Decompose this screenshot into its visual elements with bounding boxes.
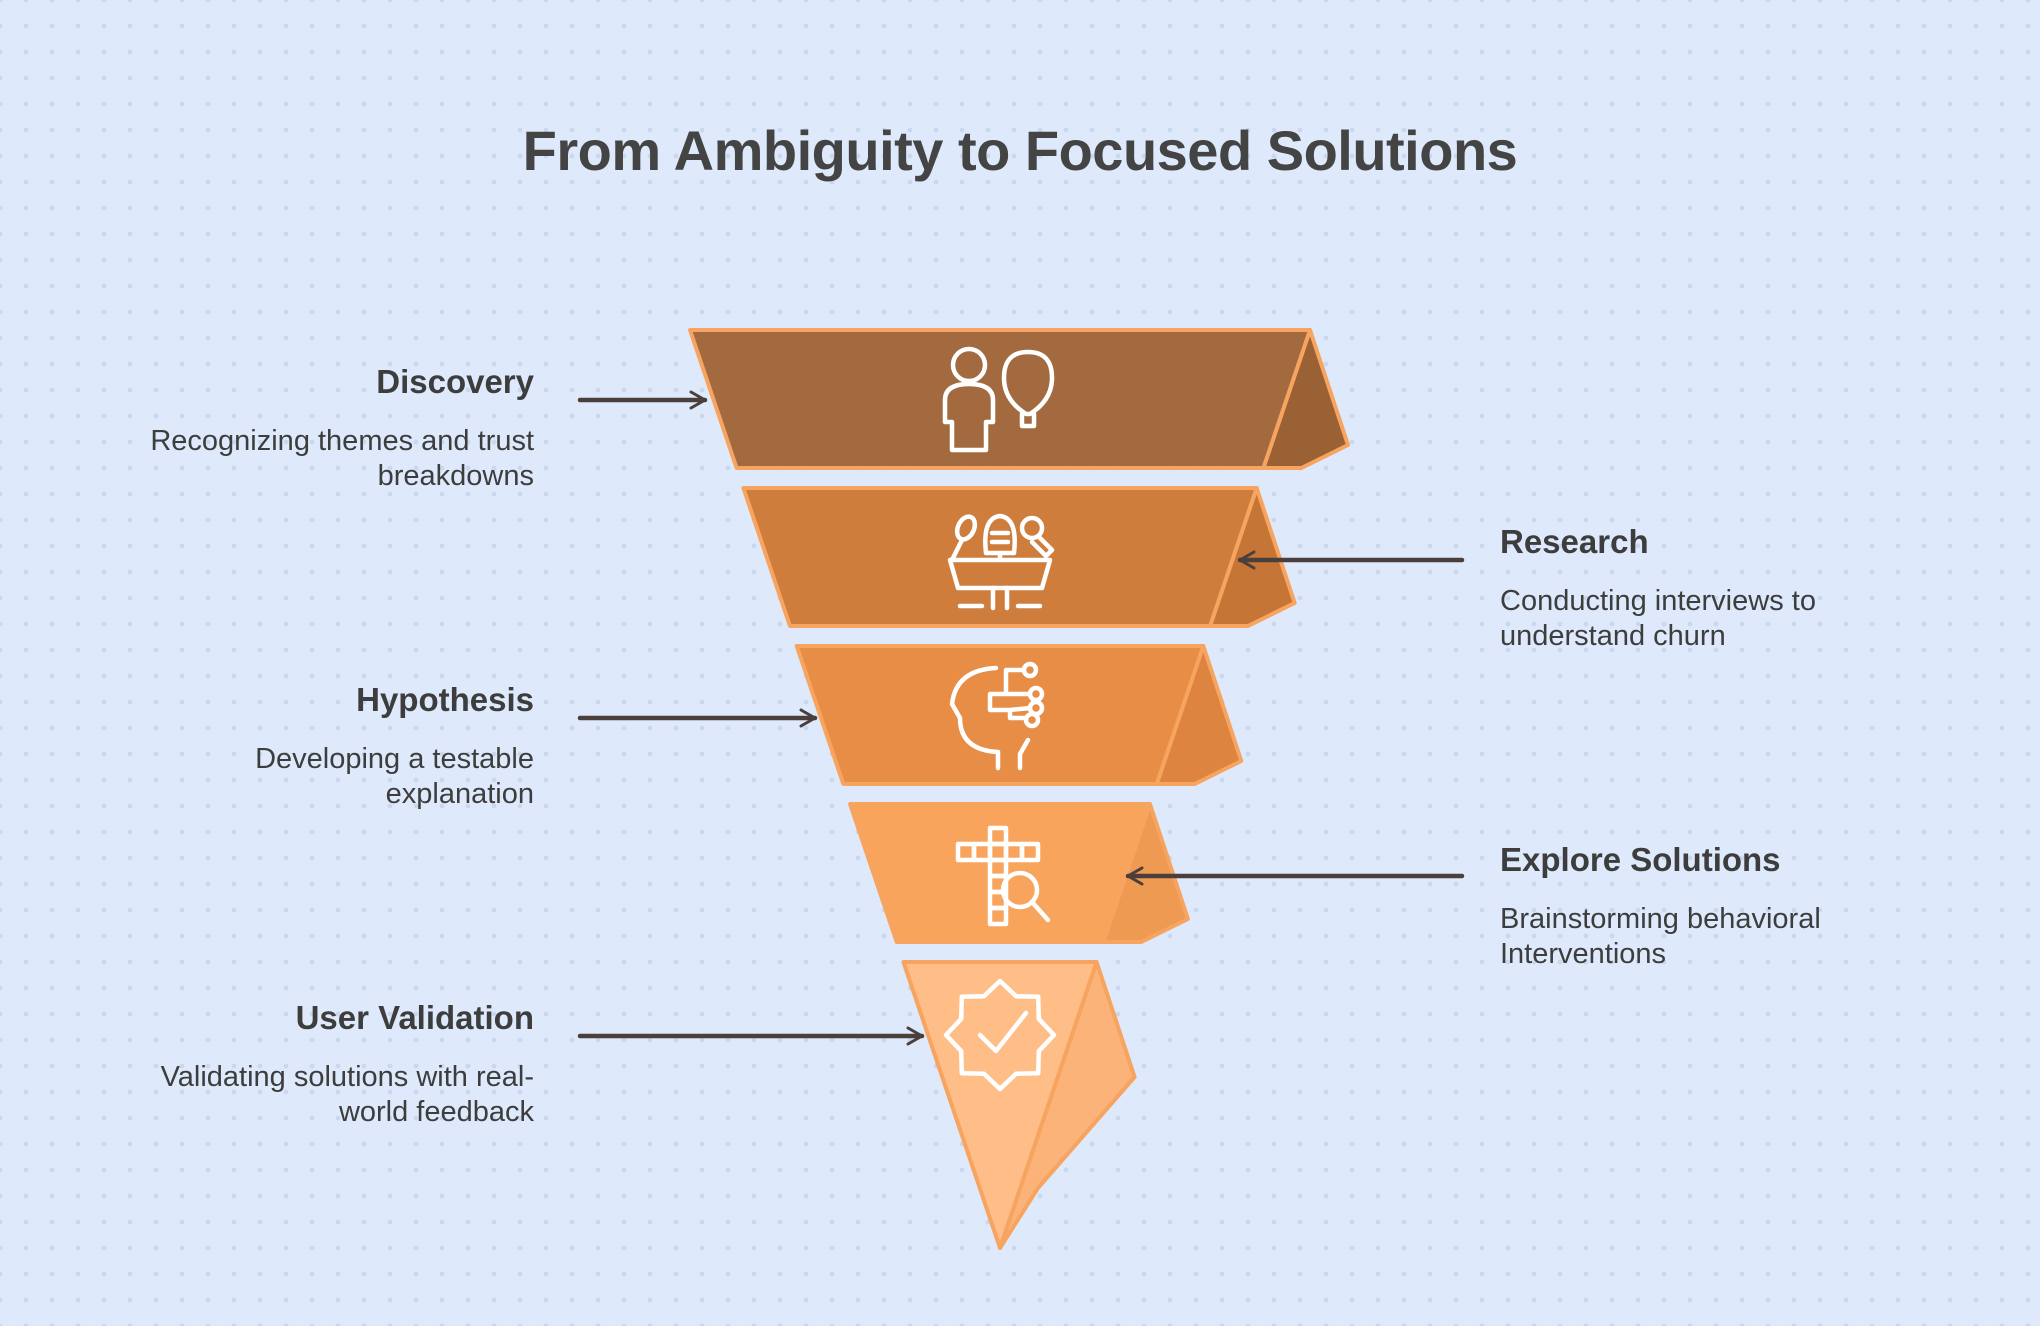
interview-microphone-icon: [947, 513, 1055, 611]
stage-description: Validating solutions with real-world fee…: [160, 1061, 534, 1128]
funnel-segment-5: [901, 960, 1137, 1250]
crossword-magnifier-icon: [955, 825, 1051, 927]
stage-description: Recognizing themes and trust breakdowns: [150, 425, 534, 492]
stage-title: Discovery: [376, 363, 534, 400]
segment-front-face: [901, 960, 1099, 1250]
stage-description: Conducting interviews to understand chur…: [1500, 585, 1816, 652]
stage-title: Hypothesis: [356, 681, 534, 718]
person-lightbulb-icon: [942, 346, 1055, 453]
head-circuit-icon: [949, 661, 1045, 771]
stage-description: Brainstorming behavioral Interventions: [1500, 903, 1821, 970]
segment-front-face: [688, 328, 1312, 470]
segment-front-face: [848, 802, 1152, 944]
funnel-segment-1: [688, 328, 1350, 470]
stage-description: Developing a testable explanation: [255, 743, 534, 810]
stage-title: Research: [1500, 523, 1649, 560]
funnel-segment-3: [794, 644, 1244, 786]
diagram-title: From Ambiguity to Focused Solutions: [522, 119, 1518, 182]
segment-front-face: [794, 644, 1206, 786]
badge-check-icon: [943, 978, 1057, 1092]
stage-title: Explore Solutions: [1500, 841, 1781, 878]
stage-title: User Validation: [295, 999, 534, 1036]
funnel-segment-4: [848, 802, 1190, 944]
